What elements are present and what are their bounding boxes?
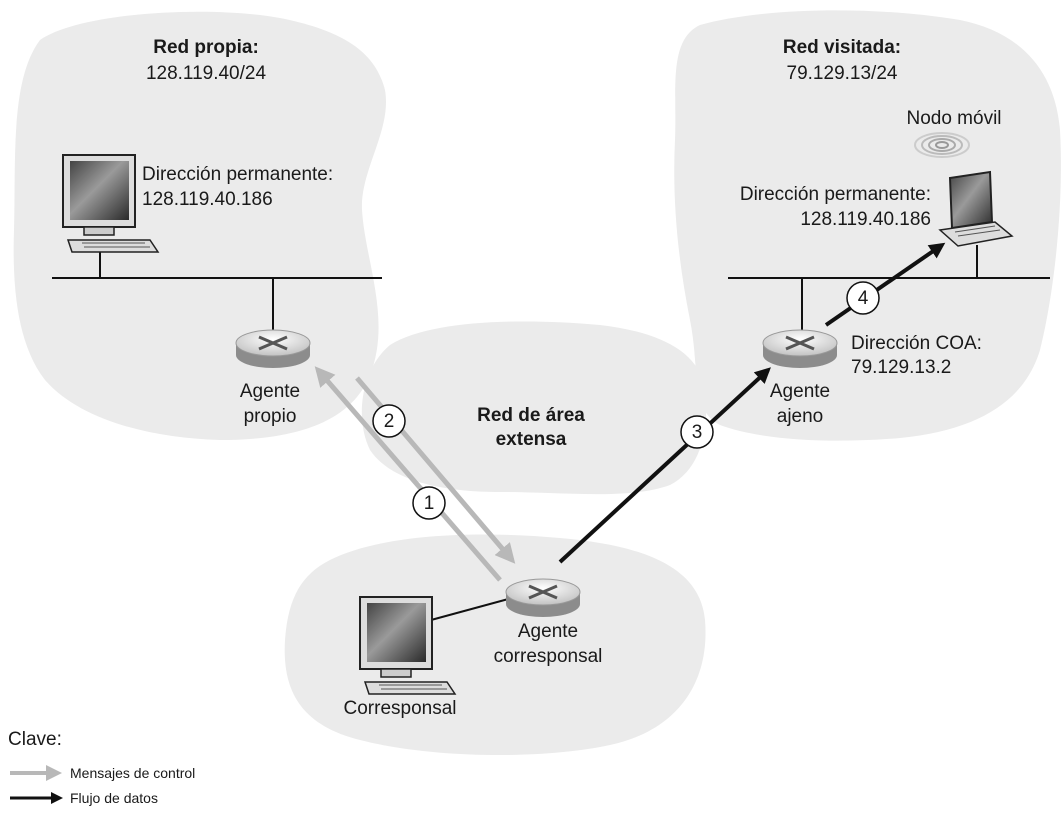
arrow-step-3 xyxy=(558,367,771,564)
legend-data-label: Flujo de datos xyxy=(70,790,158,806)
foreign-agent-label-1: Agente xyxy=(769,381,831,402)
visited-network-cloud xyxy=(674,10,1061,441)
visited-network-title: Red visitada: xyxy=(782,37,902,58)
arrow-step-2 xyxy=(314,366,502,582)
legend-control-label: Mensajes de control xyxy=(70,765,196,781)
correspondent-network-cloud xyxy=(284,534,706,756)
step-number-4: 4 xyxy=(857,288,869,309)
home-host-label-2: 128.119.40.186 xyxy=(142,189,273,210)
mobile-node-title: Nodo móvil xyxy=(906,108,1002,129)
correspondent-label: Corresponsal xyxy=(343,698,457,719)
coa-label-2: 79.129.13.2 xyxy=(851,357,952,378)
step-circle-3 xyxy=(680,415,714,449)
home-network-subnet: 128.119.40/24 xyxy=(145,63,267,84)
visited-network-subnet: 79.129.13/24 xyxy=(786,63,898,84)
home-agent-label-2: propio xyxy=(243,406,297,427)
step-circle-2 xyxy=(372,404,406,438)
home-host-label-1: Dirección permanente: xyxy=(142,164,334,185)
correspondent-agent-label-2: corresponsal xyxy=(493,646,603,667)
wide-area-network-cloud xyxy=(361,321,707,495)
mobile-node-label-2: 128.119.40.186 xyxy=(800,209,931,230)
foreign-agent-label-2: ajeno xyxy=(776,406,824,427)
step-number-2: 2 xyxy=(383,411,395,432)
mobile-node-label-1: Dirección permanente: xyxy=(739,184,931,205)
wireless-signal-icon xyxy=(914,132,970,158)
correspondent-computer-icon xyxy=(359,596,457,695)
home-host-computer-icon xyxy=(62,154,160,253)
mobile-node-laptop-icon xyxy=(938,170,1014,247)
wan-label-2: extensa xyxy=(495,429,567,450)
home-agent-router xyxy=(235,329,311,368)
step-circle-4 xyxy=(846,281,880,315)
arrow-step-4 xyxy=(824,242,946,327)
step-circle-1 xyxy=(412,486,446,520)
home-network-title: Red propia: xyxy=(153,37,259,58)
coa-label-1: Dirección COA: xyxy=(851,333,982,354)
step-number-1: 1 xyxy=(423,493,435,514)
step-number-3: 3 xyxy=(691,422,703,443)
correspondent-agent-label-1: Agente xyxy=(517,621,579,642)
legend-title: Clave: xyxy=(8,729,62,750)
foreign-agent-router xyxy=(762,329,838,368)
home-agent-label-1: Agente xyxy=(239,381,301,402)
wan-label-1: Red de área xyxy=(477,405,585,426)
correspondent-agent-router xyxy=(505,578,581,617)
correspondent-link xyxy=(419,597,513,624)
